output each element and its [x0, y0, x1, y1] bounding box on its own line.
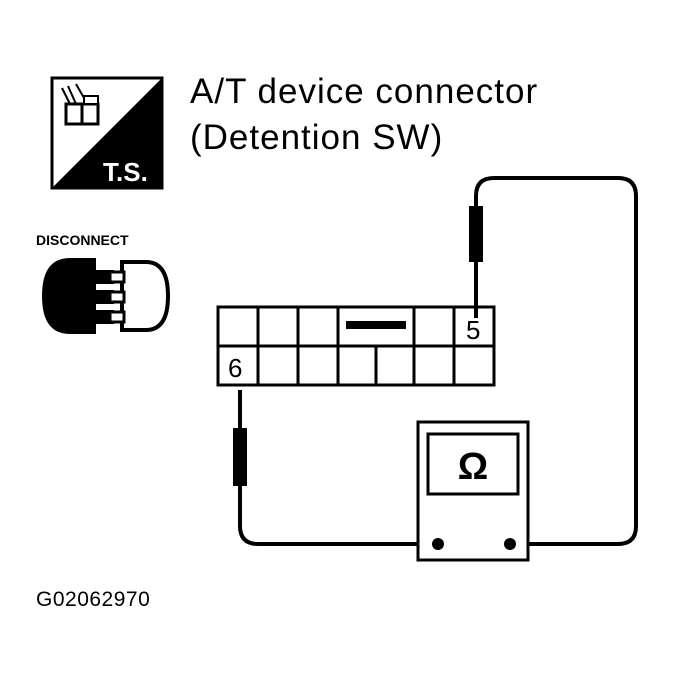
probe-lead-pin-6	[233, 390, 436, 546]
probe-lead-pin-5	[469, 176, 638, 546]
pin-6-label: 6	[228, 353, 242, 383]
diagram-title-line-2: (Detention SW)	[190, 118, 444, 157]
figure-code: G02062970	[36, 588, 151, 611]
ohm-symbol: Ω	[458, 446, 488, 488]
meter-terminal-right	[504, 538, 516, 550]
ts-icon-label: T.S.	[103, 157, 148, 187]
ts-icon: T.S.	[50, 76, 164, 190]
ohmmeter: Ω	[416, 420, 530, 562]
disconnect-icon	[42, 258, 171, 334]
pin-5-label: 5	[466, 315, 480, 345]
meter-terminal-left	[432, 538, 444, 550]
diagram-title-line-1: A/T device connector	[190, 72, 539, 111]
connector-block: 5 6	[216, 305, 496, 387]
disconnect-label: DISCONNECT	[36, 232, 129, 248]
